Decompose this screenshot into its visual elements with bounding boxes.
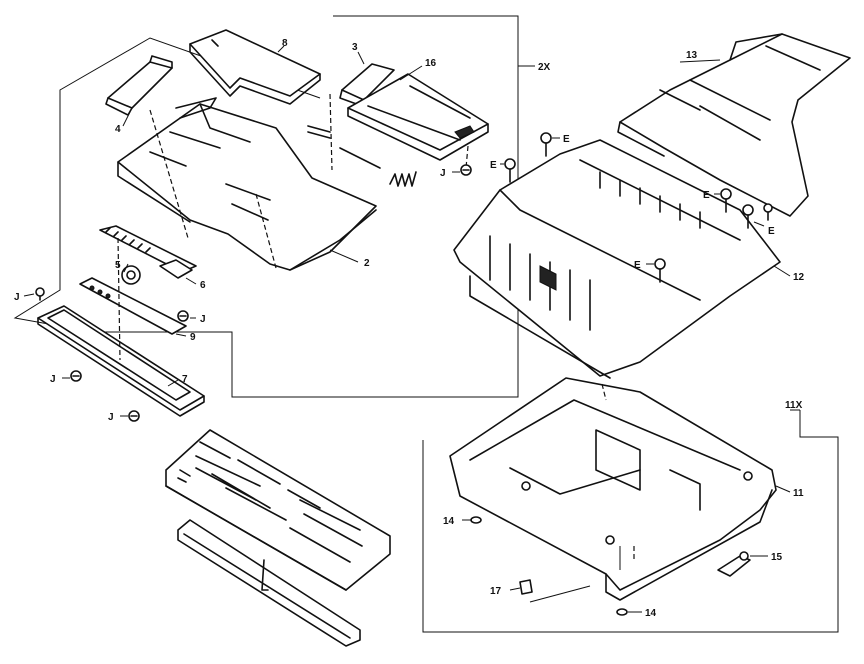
callout-13: 13	[686, 50, 698, 61]
callout-9: 9	[190, 332, 196, 343]
screw-e-icon	[720, 188, 732, 213]
alignment-leader	[117, 237, 121, 361]
callout-7: 7	[182, 374, 188, 385]
part-13-output-tray	[617, 33, 851, 217]
screw-j-icon	[35, 287, 45, 301]
part-11-lower-chassis	[449, 377, 777, 601]
callout-4: 4	[115, 124, 121, 135]
part-4-flap	[105, 55, 173, 116]
callout-11: 11	[793, 488, 804, 499]
callout-14b: 14	[645, 608, 657, 619]
part-14-foot	[616, 608, 628, 616]
callout-j4: J	[108, 412, 114, 423]
part-7-base-rail	[37, 305, 205, 417]
part-5-gear	[121, 265, 141, 285]
part-14-foot	[470, 516, 482, 524]
callout-leaders	[23, 45, 791, 613]
alignment-leader	[601, 383, 607, 401]
screw-j-icon	[70, 370, 82, 382]
callout-11x: 11X	[785, 400, 803, 411]
spring	[389, 171, 417, 187]
alignment-leader	[255, 193, 277, 269]
part-9-bar	[79, 277, 187, 335]
screw-e-icon	[654, 258, 666, 283]
screw-e-icon	[742, 204, 754, 229]
alignment-leader	[149, 109, 189, 239]
callout-2x: 2X	[538, 62, 551, 73]
alignment-leader	[329, 93, 333, 171]
part-2-paper-tray	[117, 97, 377, 271]
callout-2: 2	[364, 258, 370, 269]
front-bezel-panel	[165, 429, 391, 591]
part-12-upper-housing	[453, 139, 781, 379]
callout-6: 6	[200, 280, 206, 291]
callout-j5: J	[440, 168, 446, 179]
callout-e1: E	[563, 134, 570, 145]
callout-e2: E	[490, 160, 497, 171]
screw-j-icon	[177, 310, 189, 322]
callout-17: 17	[490, 586, 502, 597]
callout-5: 5	[115, 260, 121, 271]
callout-16: 16	[425, 58, 437, 69]
screw-j-icon	[128, 410, 140, 422]
callout-8a: 8	[282, 38, 288, 49]
screw-j-icon	[460, 164, 472, 176]
part-15-latch	[717, 551, 751, 577]
callout-e4: E	[768, 226, 775, 237]
screw-e-icon	[504, 158, 516, 183]
screw-e-icon	[763, 203, 773, 221]
callout-j1: J	[14, 292, 20, 303]
callout-j3: J	[50, 374, 56, 385]
callout-e5: E	[634, 260, 641, 271]
callout-15: 15	[771, 552, 783, 563]
callout-j2: J	[200, 314, 206, 325]
part-8-cover-panel	[189, 29, 321, 105]
callout-3: 3	[352, 42, 358, 53]
callout-14a: 14	[443, 516, 455, 527]
lower-bar	[177, 519, 361, 647]
part-16-guide-rail	[307, 73, 489, 169]
screw-e-icon	[540, 132, 552, 157]
callout-e3: E	[703, 190, 710, 201]
group-11x-bracket	[422, 410, 839, 633]
part-6-gear-rack	[99, 225, 197, 279]
part-17-clip	[519, 579, 533, 595]
callout-12: 12	[793, 272, 805, 283]
